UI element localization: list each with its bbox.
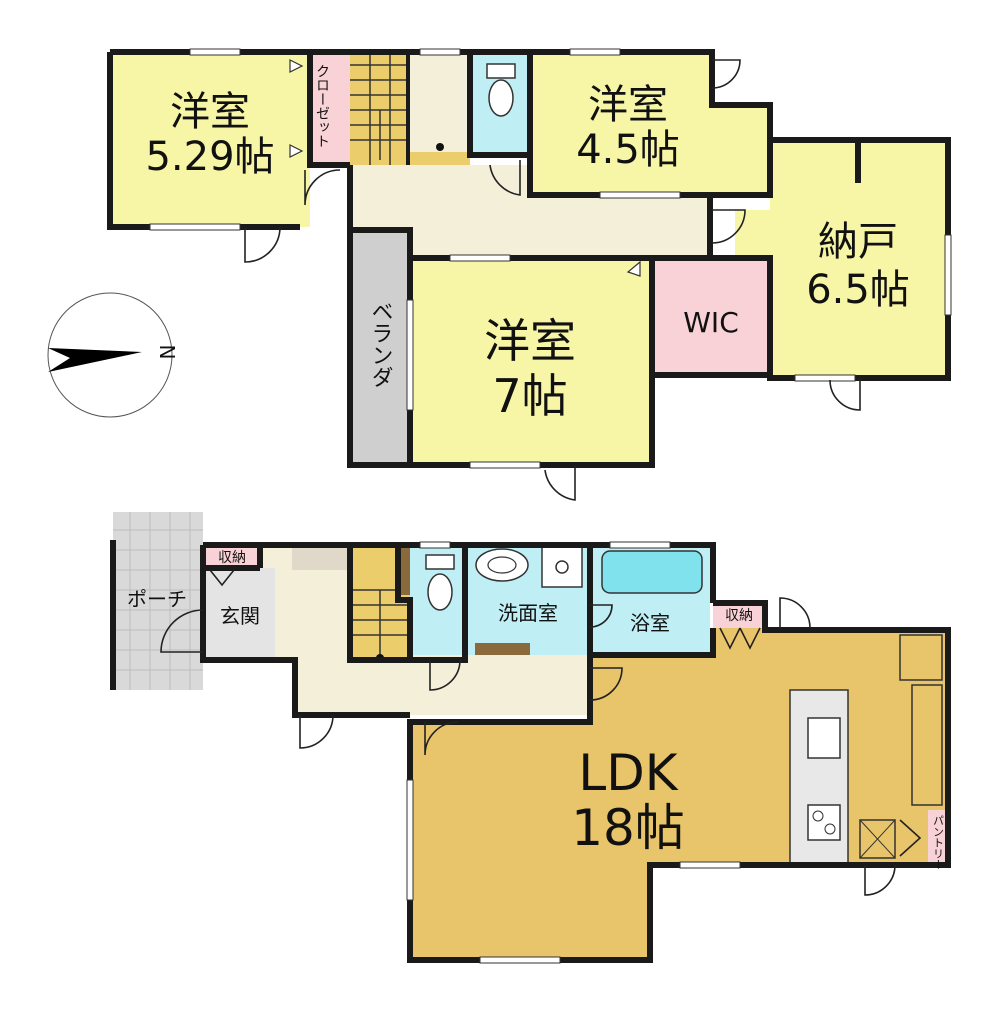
ldk-name: LDK — [578, 744, 678, 802]
washroom-label: 洗面室 — [498, 601, 558, 625]
north-arrow-icon — [48, 348, 142, 372]
upper-stairs — [350, 52, 470, 165]
bathroom — [590, 545, 710, 655]
veranda — [350, 232, 410, 465]
room-45-name: 洋室 — [588, 82, 668, 128]
storage-2 — [713, 603, 765, 628]
room-529-name: 洋室 — [170, 89, 250, 135]
compass-label: N — [155, 345, 179, 360]
porch — [110, 512, 203, 690]
room-western-529 — [110, 52, 310, 227]
storage-1-label: 収納 — [218, 550, 246, 566]
bathroom-label: 浴室 — [630, 611, 670, 635]
entrance-label: 玄関 — [220, 604, 260, 628]
room-529-size: 5.29帖 — [145, 134, 274, 180]
storeroom-name: 納戸 — [818, 219, 898, 265]
room-45-size: 4.5帖 — [576, 127, 680, 173]
lower-hallway — [260, 545, 590, 715]
upper-floor: 洋室 5.29帖 クローゼット 洋室 4.5帖 納戸 6.5帖 洋室 7帖 WI… — [107, 48, 952, 501]
upper-toilet — [470, 52, 530, 155]
compass: N — [47, 292, 179, 418]
storage-2-label: 収納 — [725, 608, 753, 624]
ldk-size: 18帖 — [571, 799, 685, 857]
entrance — [203, 568, 275, 660]
wic-label: WIC — [683, 306, 739, 339]
veranda-label: ベランダ — [368, 300, 393, 388]
porch-label: ポーチ — [127, 587, 187, 611]
pantry-label: パントリー — [932, 815, 945, 870]
kitchen-counter — [789, 634, 943, 866]
room-western-7 — [410, 260, 652, 465]
lower-floor: ポーチ 収納 玄関 洗面室 浴室 収納 LDK 18帖 パントリー — [110, 512, 951, 964]
lower-toilet — [398, 545, 465, 655]
room-7-name: 洋室 — [484, 314, 576, 368]
washroom — [465, 545, 590, 655]
storeroom-size: 6.5帖 — [806, 267, 910, 313]
walk-in-closet — [652, 260, 770, 375]
closet-area — [310, 52, 350, 165]
shoe-storage — [203, 545, 260, 568]
closet-label: クローゼット — [314, 64, 330, 148]
room-7-size: 7帖 — [492, 369, 567, 423]
storeroom — [735, 140, 948, 378]
pantry — [928, 810, 948, 865]
